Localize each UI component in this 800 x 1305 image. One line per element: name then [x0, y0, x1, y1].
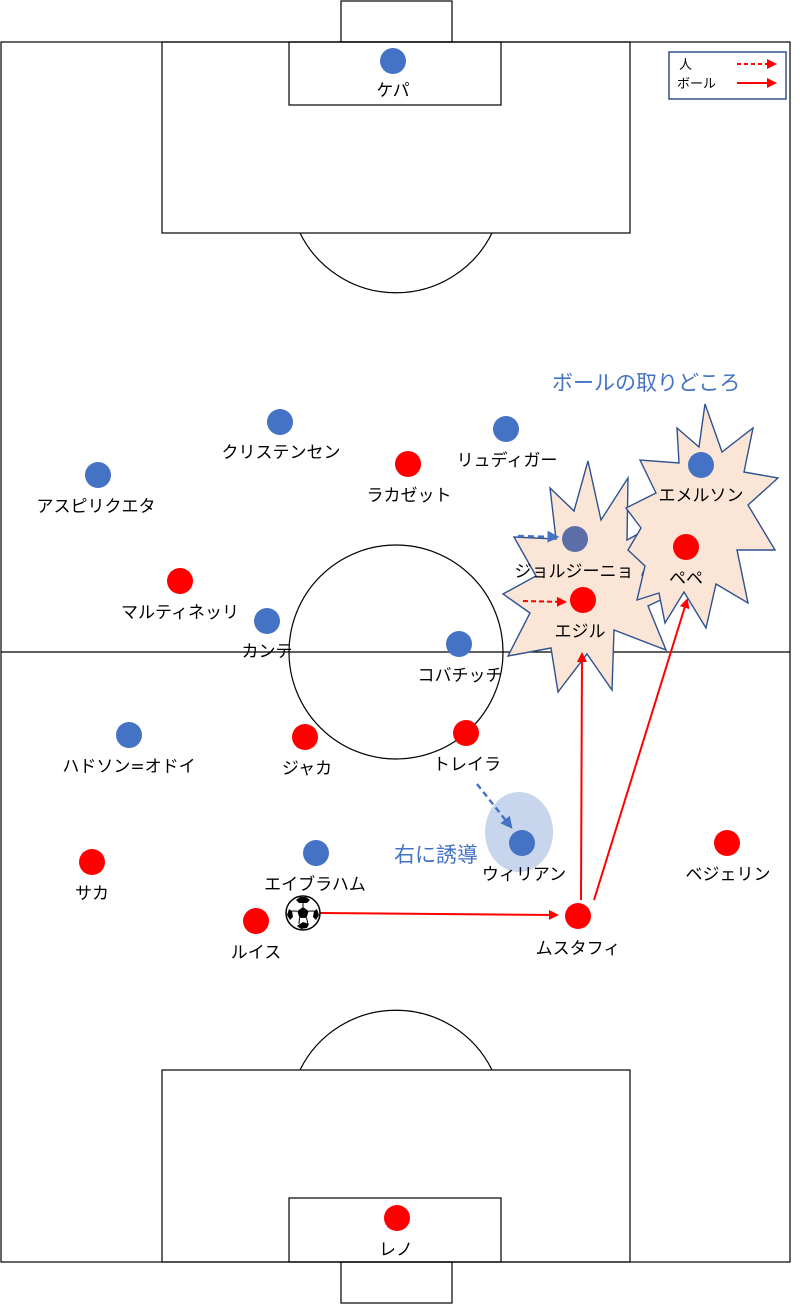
player-hudson-odoi	[116, 722, 142, 748]
player-mustafi	[565, 903, 591, 929]
player-emerson-label: エメルソン	[659, 486, 744, 506]
legend-person-label: 人	[679, 58, 692, 73]
player-torreira	[453, 720, 479, 746]
player-luiz	[243, 908, 269, 934]
run-arrow-ozil	[522, 596, 567, 607]
player-ozil	[570, 587, 596, 613]
top-goal	[340, 0, 453, 43]
player-pepe-label: ペペ	[669, 569, 703, 589]
player-rudiger-label: リュディガー	[457, 450, 558, 471]
starburst-right	[624, 403, 780, 630]
player-kepa	[380, 48, 406, 74]
player-pepe	[673, 534, 699, 560]
bottom-penalty-arc	[299, 1009, 493, 1071]
player-willian	[509, 830, 535, 856]
player-azpilicueta	[85, 462, 111, 488]
bottom-penalty-box	[161, 1069, 631, 1263]
legend-box	[668, 51, 787, 100]
pass-arrow-mustafi-to-ozil	[576, 652, 587, 901]
player-christensen	[267, 409, 293, 435]
player-abraham-label: エイブラハム	[264, 874, 366, 895]
player-saka	[79, 849, 105, 875]
player-kovacic	[446, 631, 472, 657]
player-jorginho	[562, 526, 588, 552]
player-xhaka-label: ジャカ	[282, 759, 332, 779]
player-lacazette-label: ラカゼット	[367, 486, 452, 506]
player-mustafi-label: ムスタフィ	[536, 939, 621, 959]
soccer-ball-icon	[285, 895, 321, 931]
run-arrow-jorginho	[517, 530, 560, 543]
player-bellerin	[714, 830, 740, 856]
pass-arrow-mustafi-to-pepe	[593, 598, 690, 901]
player-christensen-label: クリステンセン	[222, 443, 341, 463]
legend-ball-label: ボール	[677, 77, 716, 92]
legend: 人 ボール	[668, 51, 787, 100]
pass-arrow-ball-to-mustafi	[319, 909, 559, 920]
top-penalty-arc	[299, 232, 493, 294]
away-team: ラカゼット マルティネッリ ペペ エジル ジャカ トレイラ サカ ベジェリン ル…	[75, 451, 771, 1260]
induce-right-label: 右に誘導	[394, 843, 478, 867]
player-luiz-label: ルイス	[231, 943, 282, 963]
player-emerson	[688, 452, 714, 478]
player-leno-label: レノ	[379, 1240, 413, 1260]
top-penalty-box	[161, 41, 631, 234]
player-jorginho-label: ジョルジーニョ	[515, 562, 634, 582]
player-kante	[254, 608, 280, 634]
player-willian-label: ウィリアン	[482, 865, 566, 885]
player-kepa-label: ケパ	[376, 81, 409, 101]
player-lacazette	[395, 451, 421, 477]
player-leno	[384, 1205, 410, 1231]
player-ozil-label: エジル	[555, 622, 606, 642]
ball-win-zone-label: ボールの取りどころ	[552, 371, 740, 395]
center-circle	[288, 544, 504, 760]
player-saka-label: サカ	[75, 884, 109, 904]
player-kovacic-label: コバチッチ	[418, 666, 503, 686]
run-arrow-willian	[476, 783, 513, 829]
arrows	[319, 530, 690, 920]
player-hudson-odoi-label: ハドソン=オドイ	[62, 757, 195, 777]
player-martinelli-label: マルティネッリ	[121, 603, 239, 623]
player-abraham	[303, 840, 329, 866]
player-azpilicueta-label: アスピリクエタ	[37, 497, 156, 517]
bottom-goal	[340, 1261, 453, 1304]
player-martinelli	[167, 568, 193, 594]
pressing-zone: ボールの取りどころ	[501, 371, 780, 694]
player-kante-label: カンテ	[242, 642, 293, 662]
player-bellerin-label: ベジェリン	[686, 865, 771, 885]
player-torreira-label: トレイラ	[433, 755, 501, 775]
home-team: ケパ クリステンセン リュディガー アスピリクエタ エメルソン ジョルジーニョ …	[37, 48, 744, 895]
player-xhaka	[292, 724, 318, 750]
player-rudiger	[493, 416, 519, 442]
